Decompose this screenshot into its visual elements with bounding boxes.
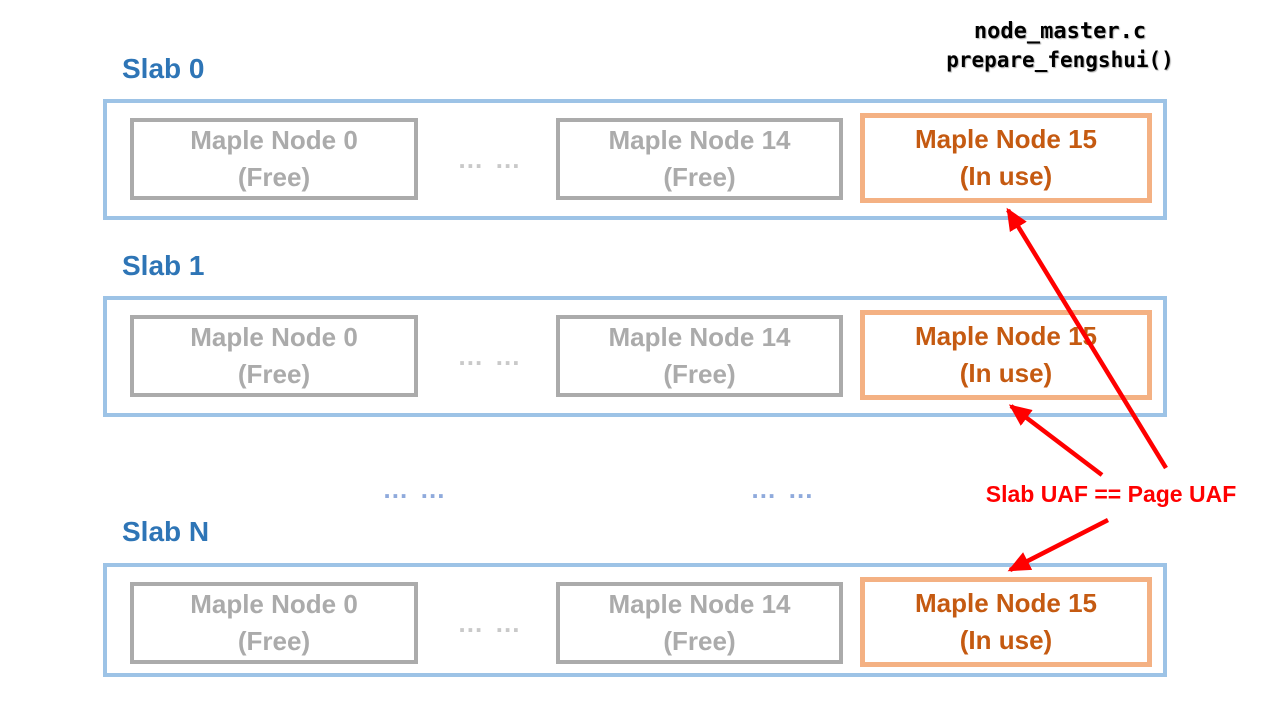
slab-n-maple-node-14-free: Maple Node 14 (Free)	[556, 582, 843, 664]
node-title: Maple Node 15	[914, 124, 1098, 154]
node-title: Maple Node 14	[608, 125, 791, 155]
node-title: Maple Node 0	[190, 125, 358, 155]
node-state: (Free)	[237, 162, 311, 192]
node-state: (Free)	[237, 626, 311, 656]
slab-0-ellipsis: … …	[457, 144, 523, 174]
slab-0-maple-node-0-free: Maple Node 0 (Free)	[130, 118, 418, 200]
code-file-name: node_master.c	[973, 19, 1147, 44]
node-state: (In use)	[959, 625, 1053, 655]
node-state: (In use)	[959, 161, 1053, 191]
node-state: (Free)	[663, 359, 736, 389]
slab-n-label: Slab N	[122, 516, 210, 547]
node-state: (Free)	[663, 162, 736, 192]
node-state: (Free)	[663, 626, 736, 656]
slab-1-maple-node-0-free: Maple Node 0 (Free)	[130, 315, 418, 397]
node-state: (In use)	[959, 358, 1053, 388]
slab-0-maple-node-15-inuse: Maple Node 15 (In use)	[860, 113, 1152, 203]
slab-n-ellipsis: … …	[457, 608, 523, 638]
node-title: Maple Node 15	[914, 588, 1098, 618]
node-title: Maple Node 0	[190, 322, 358, 352]
node-title: Maple Node 14	[608, 322, 791, 352]
code-annotation: node_master.c prepare_fengshui()	[918, 18, 1202, 74]
slab-n-maple-node-0-free: Maple Node 0 (Free)	[130, 582, 418, 664]
slab-1-ellipsis: … …	[457, 341, 523, 371]
slab-0-container: Maple Node 0 (Free) … … Maple Node 14 (F…	[103, 99, 1167, 220]
between-slabs-ellipsis-left: … …	[382, 474, 448, 504]
slab-1-maple-node-15-inuse: Maple Node 15 (In use)	[860, 310, 1152, 400]
slab-0-maple-node-14-free: Maple Node 14 (Free)	[556, 118, 843, 200]
slab-0-label: Slab 0	[122, 53, 205, 84]
uaf-annotation: Slab UAF == Page UAF	[985, 481, 1237, 507]
slab-n-maple-node-15-inuse: Maple Node 15 (In use)	[860, 577, 1152, 667]
node-title: Maple Node 0	[190, 589, 358, 619]
code-function-name: prepare_fengshui()	[946, 48, 1174, 72]
slab-1-maple-node-14-free: Maple Node 14 (Free)	[556, 315, 843, 397]
node-title: Maple Node 14	[608, 589, 791, 619]
slab-1-label: Slab 1	[122, 250, 205, 281]
node-title: Maple Node 15	[914, 321, 1098, 351]
slab-n-container: Maple Node 0 (Free) … … Maple Node 14 (F…	[103, 563, 1167, 677]
between-slabs-ellipsis-right: … …	[750, 474, 816, 504]
node-state: (Free)	[237, 359, 311, 389]
slab-1-container: Maple Node 0 (Free) … … Maple Node 14 (F…	[103, 296, 1167, 417]
